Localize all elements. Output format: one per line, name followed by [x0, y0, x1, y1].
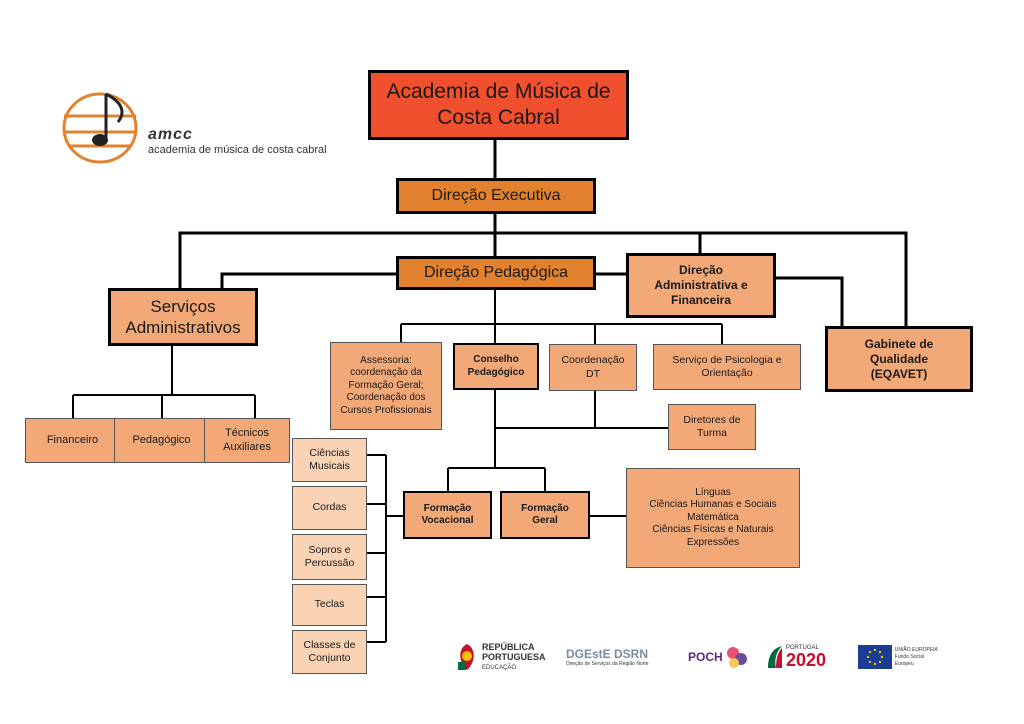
node-assessoria: Assessoria: coordenação da Formação Gera… [330, 342, 442, 430]
node-ciencias-musicais-label: Ciências Musicais [309, 446, 350, 472]
disciplina-item: Matemática [687, 511, 739, 523]
node-direcao-administrativa-label: Direção Administrativa e Financeira [654, 263, 748, 307]
music-note-globe-icon [62, 92, 138, 164]
node-tecnicos-auxiliares: Técnicos Auxiliares [204, 418, 290, 463]
node-gabinete-qualidade: Gabinete de Qualidade (EQAVET) [825, 326, 973, 392]
node-financeiro-label: Financeiro [46, 433, 99, 446]
node-classes-conjunto: Classes de Conjunto [292, 630, 367, 674]
disciplina-item: Ciências Físicas e Naturais [652, 524, 774, 536]
portugal-label: PORTUGAL [786, 645, 819, 651]
educacao-label: EDUCAÇÃO [482, 664, 517, 671]
ue-label: UNIÃO EUROPEIA [894, 646, 938, 653]
coat-of-arms-icon [458, 644, 474, 670]
node-servico-psicologia: Serviço de Psicologia e Orientação [653, 344, 801, 390]
logo-full-name: academia de música de costa cabral [148, 144, 327, 156]
node-sopros-percussao-label: Sopros e Percussão [304, 543, 355, 569]
logo-acronym: amcc [148, 126, 193, 143]
node-disciplinas-formacao-geral: Línguas Ciências Humanas e Sociais Matem… [626, 468, 800, 568]
node-formacao-vocacional: Formação Vocacional [403, 491, 492, 539]
node-tecnicos-auxiliares-label: Técnicos Auxiliares [223, 426, 271, 453]
node-diretores-turma-label: Diretores de Turma [683, 413, 741, 439]
node-cordas-label: Cordas [312, 501, 347, 514]
dgeste-sublabel: Direção de Serviços da Região Norte [566, 661, 649, 667]
node-academia: Academia de Música de Costa Cabral [368, 70, 629, 140]
node-formacao-geral: Formação Geral [500, 491, 590, 539]
node-servicos-administrativos: Serviços Administrativos [108, 288, 258, 346]
node-pedagogico: Pedagógico [114, 418, 209, 463]
eu-flag-icon [858, 645, 892, 669]
node-direcao-administrativa: Direção Administrativa e Financeira [626, 253, 776, 318]
node-teclas: Teclas [292, 584, 367, 626]
node-teclas-label: Teclas [314, 598, 345, 611]
node-pedagogico-label: Pedagógico [132, 433, 191, 446]
node-cordas: Cordas [292, 486, 367, 530]
uniao-europeia-logo: UNIÃO EUROPEIA Fundo Social Europeu [858, 636, 944, 678]
dgeste-label: DGEstE DSRN [566, 647, 649, 661]
node-direcao-executiva-label: Direção Executiva [431, 187, 561, 204]
dgeste-logo: DGEstE DSRN Direção de Serviços da Regiã… [566, 636, 676, 678]
portugal-2020-flag-icon [768, 646, 782, 668]
node-conselho-pedagogico-label: Conselho Pedagógico [467, 354, 525, 378]
node-gabinete-qualidade-label: Gabinete de Qualidade (EQAVET) [864, 336, 934, 381]
node-ciencias-musicais: Ciências Musicais [292, 438, 367, 482]
node-servicos-administrativos-label: Serviços Administrativos [125, 296, 241, 337]
node-conselho-pedagogico: Conselho Pedagógico [453, 343, 539, 390]
node-coordenacao-dt-label: Coordenação DT [561, 354, 625, 380]
poch-label: POCH [688, 650, 723, 664]
republica-label: REPÚBLICA PORTUGUESA [482, 641, 546, 662]
disciplina-item: Expressões [686, 536, 740, 548]
node-assessoria-label: Assessoria: coordenação da Formação Gera… [340, 354, 432, 416]
node-direcao-pedagogica-label: Direção Pedagógica [423, 264, 569, 281]
node-academia-label: Academia de Música de Costa Cabral [386, 79, 611, 129]
ue-sublabel: Fundo Social Europeu [894, 653, 924, 667]
node-diretores-turma: Diretores de Turma [668, 404, 756, 450]
p2020-label: 2020 [786, 650, 827, 670]
republica-portuguesa-logo: REPÚBLICA PORTUGUESA EDUCAÇÃO [456, 636, 556, 678]
node-direcao-pedagogica: Direção Pedagógica [396, 256, 596, 290]
amcc-logo: amcc academia de música de costa cabral [60, 88, 327, 168]
node-sopros-percussao: Sopros e Percussão [292, 534, 367, 580]
node-coordenacao-dt: Coordenação DT [549, 344, 637, 391]
node-financeiro: Financeiro [25, 418, 120, 463]
poch-graphic-icon [726, 647, 747, 668]
portugal-2020-logo: PORTUGAL 2020 [766, 636, 848, 678]
poch-logo: POCH [688, 636, 754, 678]
disciplina-item: Ciências Humanas e Sociais [649, 499, 777, 511]
node-formacao-geral-label: Formação Geral [521, 502, 569, 527]
disciplina-item: Línguas [695, 486, 731, 498]
node-servico-psicologia-label: Serviço de Psicologia e Orientação [672, 353, 782, 379]
node-classes-conjunto-label: Classes de Conjunto [303, 638, 356, 664]
node-direcao-executiva: Direção Executiva [396, 178, 596, 214]
node-formacao-vocacional-label: Formação Vocacional [421, 502, 474, 527]
